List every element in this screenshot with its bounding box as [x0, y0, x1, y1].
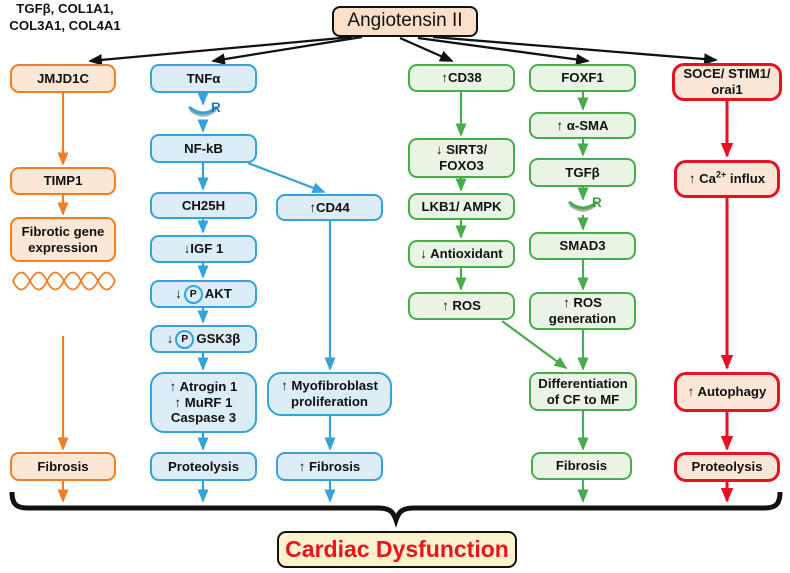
receptor-r-label-green: R — [592, 195, 602, 210]
box-fibrosis-green-label: Fibrosis — [555, 458, 608, 474]
arrow-nfkb-cd44 — [247, 161, 326, 194]
ca-sup: 2+ — [716, 169, 727, 180]
dna-wave-icon — [12, 271, 116, 291]
box-fibrotic-gene: Fibrotic gene expression — [10, 217, 116, 262]
box-differentiation-label: Differentiation of CF to MF — [538, 375, 628, 407]
box-soce: SOCE/ STIM1/ orai1 — [672, 63, 782, 101]
gsk-down-arrow: ↓ — [166, 331, 174, 347]
box-fibrosis-orange: Fibrosis — [10, 452, 116, 481]
box-ch25h-label: CH25H — [181, 197, 226, 213]
box-fibrosis-orange-label: Fibrosis — [37, 458, 89, 474]
box-proteolysis-blue: Proteolysis — [150, 452, 257, 481]
box-smad3-label: SMAD3 — [559, 238, 606, 254]
box-ros-generation: ↑ ROS generation — [529, 292, 636, 330]
box-jmjd1c-label: JMJD1C — [36, 70, 90, 86]
arrow-ang-to-tnfa — [211, 35, 363, 65]
akt-down-arrow: ↓ — [175, 286, 182, 302]
blue-arrows — [188, 92, 336, 503]
box-fibrosis-green: Fibrosis — [531, 452, 632, 480]
box-ros: ↑ ROS — [408, 292, 515, 320]
cardiac-dysfunction-label: Cardiac Dysfunction — [285, 535, 509, 562]
box-antioxidant: ↓ Antioxidant — [408, 240, 515, 268]
gene-list-label: TGFβ, COL1A1, COL3A1, COL4A1 — [9, 1, 121, 34]
box-foxf1: FOXF1 — [529, 64, 636, 92]
box-fibrosis-blue: ↑ Fibrosis — [276, 452, 383, 481]
box-igf1: ↓IGF 1 — [150, 235, 257, 263]
box-timp1-label: TIMP1 — [43, 173, 83, 189]
box-autophagy-label: ↑ Autophagy — [687, 384, 767, 400]
box-tnfa: TNFα — [150, 64, 257, 93]
phospho-icon: P — [183, 284, 203, 304]
box-jmjd1c: JMJD1C — [10, 64, 116, 93]
box-ros-generation-label: ↑ ROS generation — [548, 295, 617, 326]
receptor-r-label-blue: R — [211, 100, 221, 115]
angiotensin-box: Angiotensin II — [332, 6, 478, 37]
box-akt-label: AKT — [204, 286, 232, 302]
arrow-ros-differentiation — [501, 320, 568, 370]
box-lkb1: LKB1/ AMPK — [408, 193, 515, 220]
arrow-ang-to-jmjd1c — [88, 35, 353, 66]
box-proteolysis-red-label: Proteolysis — [691, 459, 763, 475]
box-cd38: ↑CD38 — [408, 64, 515, 92]
box-tnfa-label: TNFα — [186, 70, 221, 86]
box-lkb1-label: LKB1/ AMPK — [421, 198, 502, 214]
angiotensin-label: Angiotensin II — [347, 10, 463, 32]
box-tgfb-label: TGFβ — [565, 164, 600, 180]
box-foxf1-label: FOXF1 — [561, 70, 604, 86]
box-soce-label: SOCE/ STIM1/ orai1 — [683, 66, 771, 97]
ca-pre: ↑ Ca — [688, 171, 716, 187]
box-cd44-label: ↑CD44 — [309, 199, 350, 215]
box-autophagy: ↑ Autophagy — [674, 372, 780, 412]
box-cd38-label: ↑CD38 — [441, 70, 482, 86]
cardiac-dysfunction-box: Cardiac Dysfunction — [277, 531, 517, 568]
green-arrows — [455, 92, 598, 503]
box-asma-label: ↑ α-SMA — [556, 117, 609, 133]
box-tgfb: TGFβ — [529, 158, 636, 187]
box-nfkb-label: NF-kB — [184, 140, 223, 156]
box-nfkb: NF-kB — [150, 134, 257, 163]
box-proteolysis-red: Proteolysis — [674, 452, 780, 482]
box-atrogin: ↑ Atrogin 1 ↑ MuRF 1 Caspase 3 — [150, 372, 257, 433]
box-myofibroblast: ↑ Myofibroblast proliferation — [267, 372, 392, 416]
arrow-ang-to-soce — [432, 35, 718, 65]
box-ros-label: ↑ ROS — [442, 298, 481, 314]
receptor-shadow-icon — [569, 204, 597, 212]
box-ch25h: CH25H — [150, 192, 257, 219]
arrow-ang-to-foxf1 — [417, 36, 590, 66]
orange-arrows — [12, 93, 116, 503]
box-fibrotic-gene-label: Fibrotic gene expression — [21, 223, 105, 255]
box-differentiation: Differentiation of CF to MF — [529, 372, 637, 411]
box-cd44: ↑CD44 — [276, 194, 383, 221]
box-igf1-label: ↓IGF 1 — [183, 241, 224, 257]
receptor-cup-icon — [568, 200, 598, 210]
receptor-cup-icon — [188, 105, 218, 115]
brace — [9, 491, 783, 528]
fan-arrows — [88, 35, 718, 66]
box-fibrosis-blue-label: ↑ Fibrosis — [298, 458, 361, 474]
box-timp1: TIMP1 — [10, 167, 116, 195]
arrow-ang-to-cd38 — [399, 36, 454, 63]
box-sirt3: ↓ SIRT3/ FOXO3 — [408, 138, 515, 178]
ca-post: influx — [726, 171, 766, 187]
box-ca-influx: ↑ Ca2+ influx — [674, 160, 780, 198]
box-smad3: SMAD3 — [529, 232, 636, 260]
box-gsk3b-label: GSK3β — [196, 331, 241, 347]
box-sirt3-label: ↓ SIRT3/ FOXO3 — [435, 142, 488, 173]
box-antioxidant-label: ↓ Antioxidant — [420, 246, 503, 262]
box-ca-influx-label: ↑ Ca2+ influx — [688, 169, 766, 187]
box-proteolysis-blue-label: Proteolysis — [167, 458, 240, 474]
box-asma: ↑ α-SMA — [529, 112, 636, 139]
phospho-icon: P — [175, 329, 195, 349]
box-atrogin-label: ↑ Atrogin 1 ↑ MuRF 1 Caspase 3 — [169, 378, 238, 426]
box-myofibroblast-label: ↑ Myofibroblast proliferation — [281, 378, 378, 409]
receptor-shadow-icon — [189, 109, 217, 117]
